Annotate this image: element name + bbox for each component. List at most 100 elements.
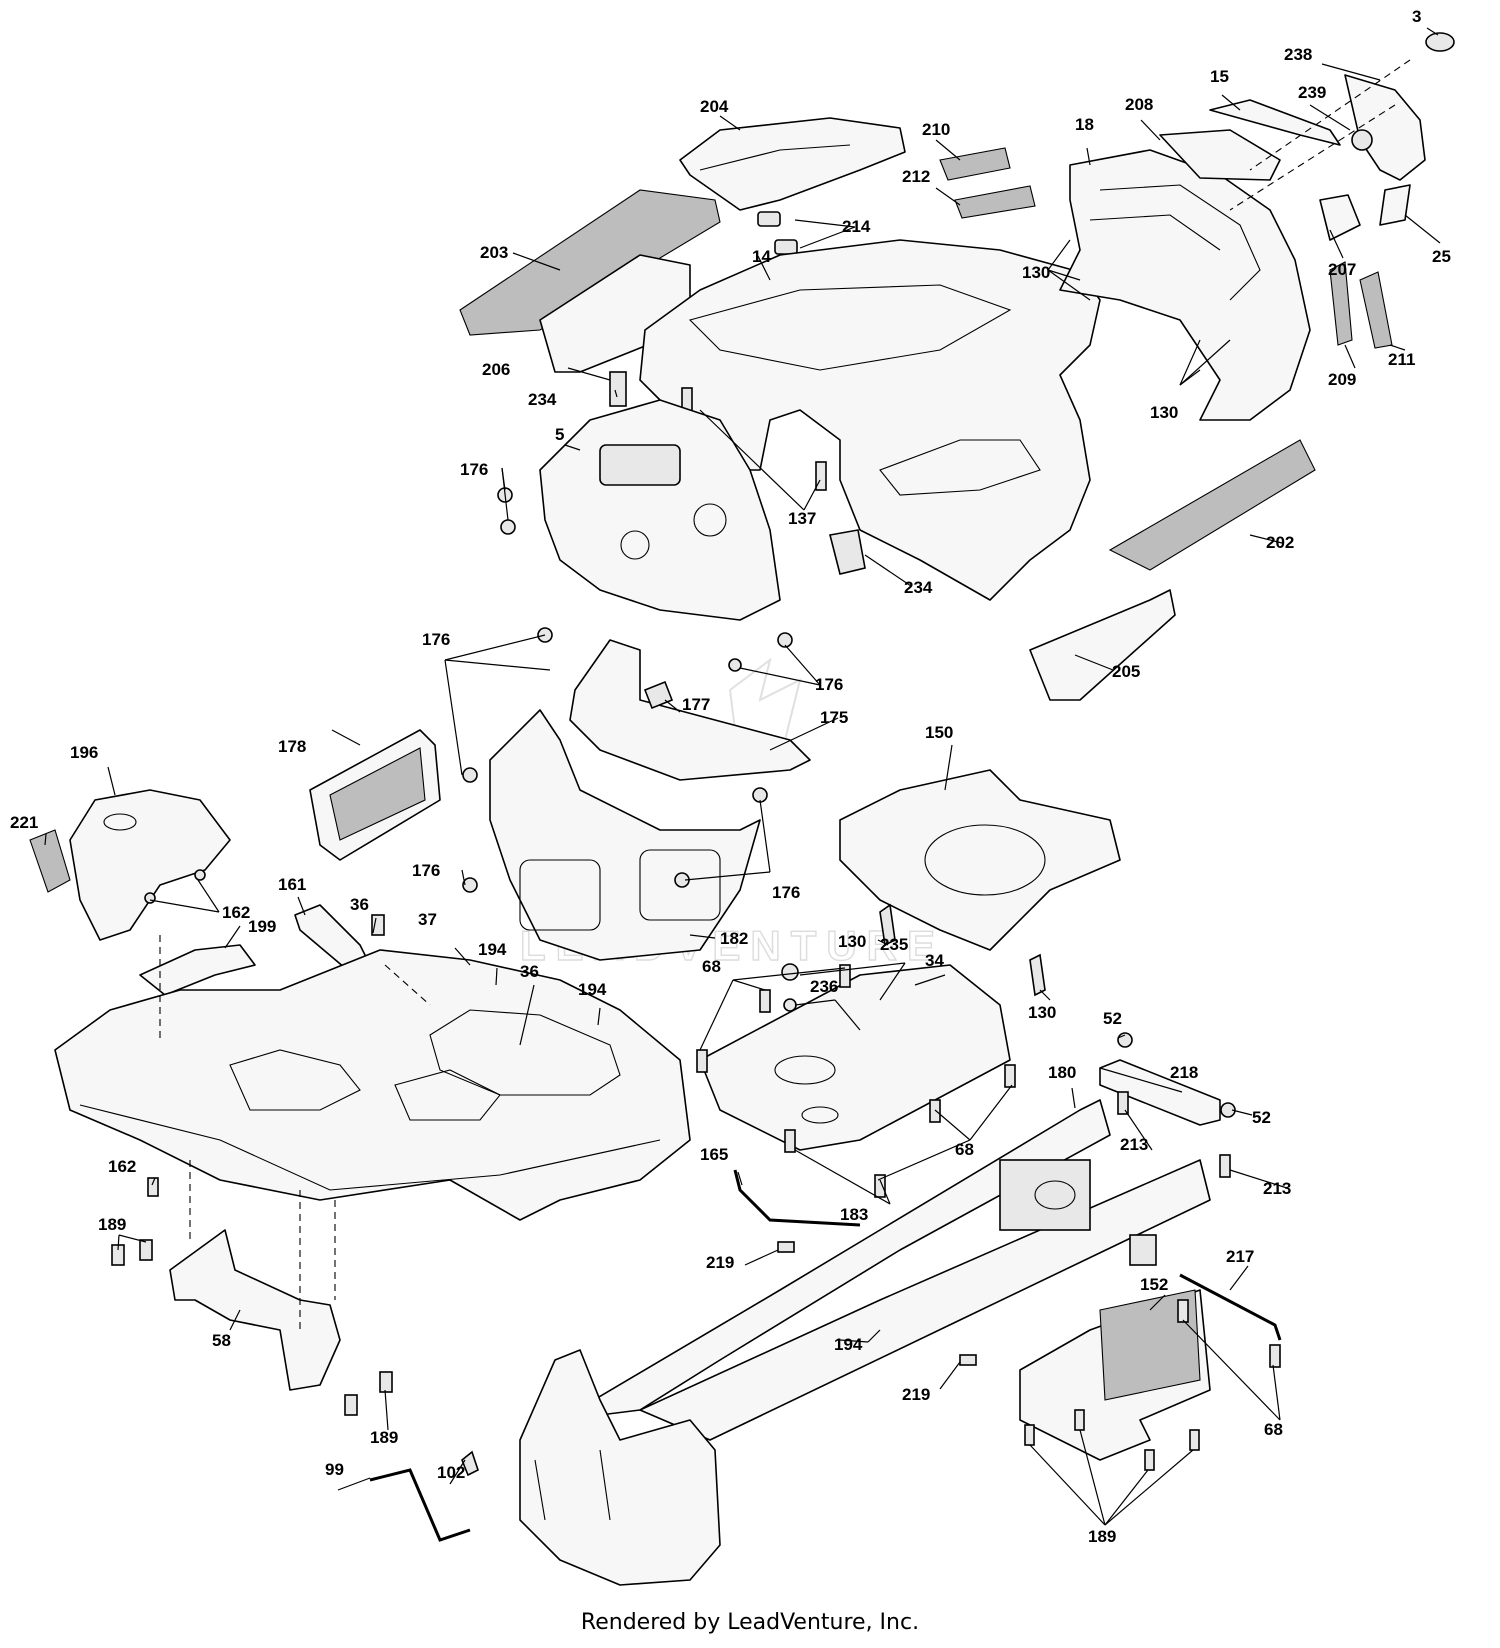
part-219-bolt-a [777,1241,795,1253]
part-189-bolt-a [1024,1424,1035,1446]
part-165-rod [733,1169,861,1227]
part-214-clip-a [757,211,781,227]
callout-137: 137 [788,509,816,528]
part-176-bolt-g [462,877,478,893]
callout-196: 196 [70,743,98,762]
part-183-bolt-a [784,1129,796,1153]
callout-212: 212 [902,167,930,186]
callout-234-a: 234 [528,390,557,409]
callout-15: 15 [1210,67,1229,86]
callout-213-a: 213 [1120,1135,1148,1154]
part-189-bolt-c [1144,1449,1155,1471]
callout-58: 58 [212,1331,231,1350]
part-68-bolt-a [696,1049,708,1073]
part-37-fender [54,949,691,1221]
part-189-bolt-f [139,1239,153,1261]
part-234-strip-b [829,529,866,575]
callout-204: 204 [700,97,729,116]
part-176-bolt-i [752,787,768,803]
part-205-chin [1029,589,1176,701]
callout-202: 202 [1266,533,1294,552]
part-175-bracket [569,639,811,781]
part-176-bolt-f [462,767,478,783]
part-204-hood-cap [679,117,906,211]
callout-194-a: 194 [478,940,507,959]
part-203-grille [459,189,721,336]
callout-182: 182 [720,929,748,948]
callout-219-a: 219 [706,1253,734,1272]
callout-199: 199 [248,917,276,936]
part-213-bolt-a [1117,1091,1129,1115]
callout-189-b: 189 [370,1428,398,1447]
part-211-grille [1359,271,1393,349]
callout-3: 3 [1412,7,1421,26]
part-130-screw-b [1029,953,1046,997]
part-183-bolt-b [874,1174,886,1198]
callout-25: 25 [1432,247,1451,266]
callout-211: 211 [1388,350,1415,369]
callout-235: 235 [880,935,908,954]
part-189-bolt-d [1189,1429,1200,1451]
part-150-panel [839,769,1121,951]
callout-labels: 3 238 15 239 208 18 204 210 212 214 203 … [10,7,1451,1546]
callout-183: 183 [840,1205,868,1224]
callout-162-b: 162 [108,1157,136,1176]
callout-217: 217 [1226,1247,1254,1266]
part-25-light [1379,184,1411,226]
callout-161: 161 [278,875,306,894]
part-68-bolt-g [1269,1344,1281,1368]
part-238-nose [1344,74,1426,181]
callout-176-b: 176 [422,630,450,649]
callout-234-b: 234 [904,578,933,597]
part-212-grille [954,185,1036,219]
part-207-light [1319,194,1361,241]
part-58-bracket [169,1229,341,1391]
part-196-seat-pan [69,789,231,941]
callout-189-c: 189 [1088,1527,1116,1546]
callout-208: 208 [1125,95,1153,114]
part-162-bolt-b [194,869,206,881]
part-180-frame [559,1099,1111,1421]
callout-207: 207 [1328,260,1356,279]
part-68-bolt-c [839,964,851,988]
part-180-mount [999,1159,1091,1231]
part-3-emblem [1425,32,1455,52]
part-68-bolt-b [759,989,771,1013]
callout-68-a: 68 [702,957,721,976]
callout-36-a: 36 [350,895,369,914]
callout-209: 209 [1328,370,1356,389]
part-236-grommet [783,998,797,1012]
callout-189-a: 189 [98,1215,126,1234]
part-180-block [1129,1234,1157,1266]
part-162-bolt-a [144,892,156,904]
callout-176-c: 176 [815,675,843,694]
callout-205: 205 [1112,662,1140,681]
callout-162-a: 162 [222,903,250,922]
part-99-rod [369,1468,471,1542]
part-189-bolt-h [379,1371,393,1393]
part-219-bolt-b [959,1354,977,1366]
callout-219-b: 219 [902,1385,930,1404]
callout-239: 239 [1298,83,1326,102]
part-15-strip [1209,99,1341,146]
callout-213-b: 213 [1263,1179,1291,1198]
part-137-pin-b [815,461,827,491]
callout-130-top: 130 [1022,263,1050,282]
callout-102: 102 [437,1463,465,1482]
part-130-screw-a [879,903,896,947]
part-221-pad [29,829,71,893]
callout-176-e: 176 [772,883,800,902]
part-162-bolt-c [147,1177,159,1197]
part-176-bolt-e [728,658,742,672]
part-68-bolt-d [929,1099,941,1123]
callout-150: 150 [925,723,953,742]
callout-99: 99 [325,1460,344,1479]
callout-178: 178 [278,737,306,756]
callout-177: 177 [682,695,710,714]
part-217-rod [1179,1273,1282,1341]
part-18-front-panel [1059,149,1311,421]
callout-194-c: 194 [834,1335,863,1354]
callout-203: 203 [480,243,508,262]
callout-18: 18 [1075,115,1094,134]
callout-165: 165 [700,1145,728,1164]
